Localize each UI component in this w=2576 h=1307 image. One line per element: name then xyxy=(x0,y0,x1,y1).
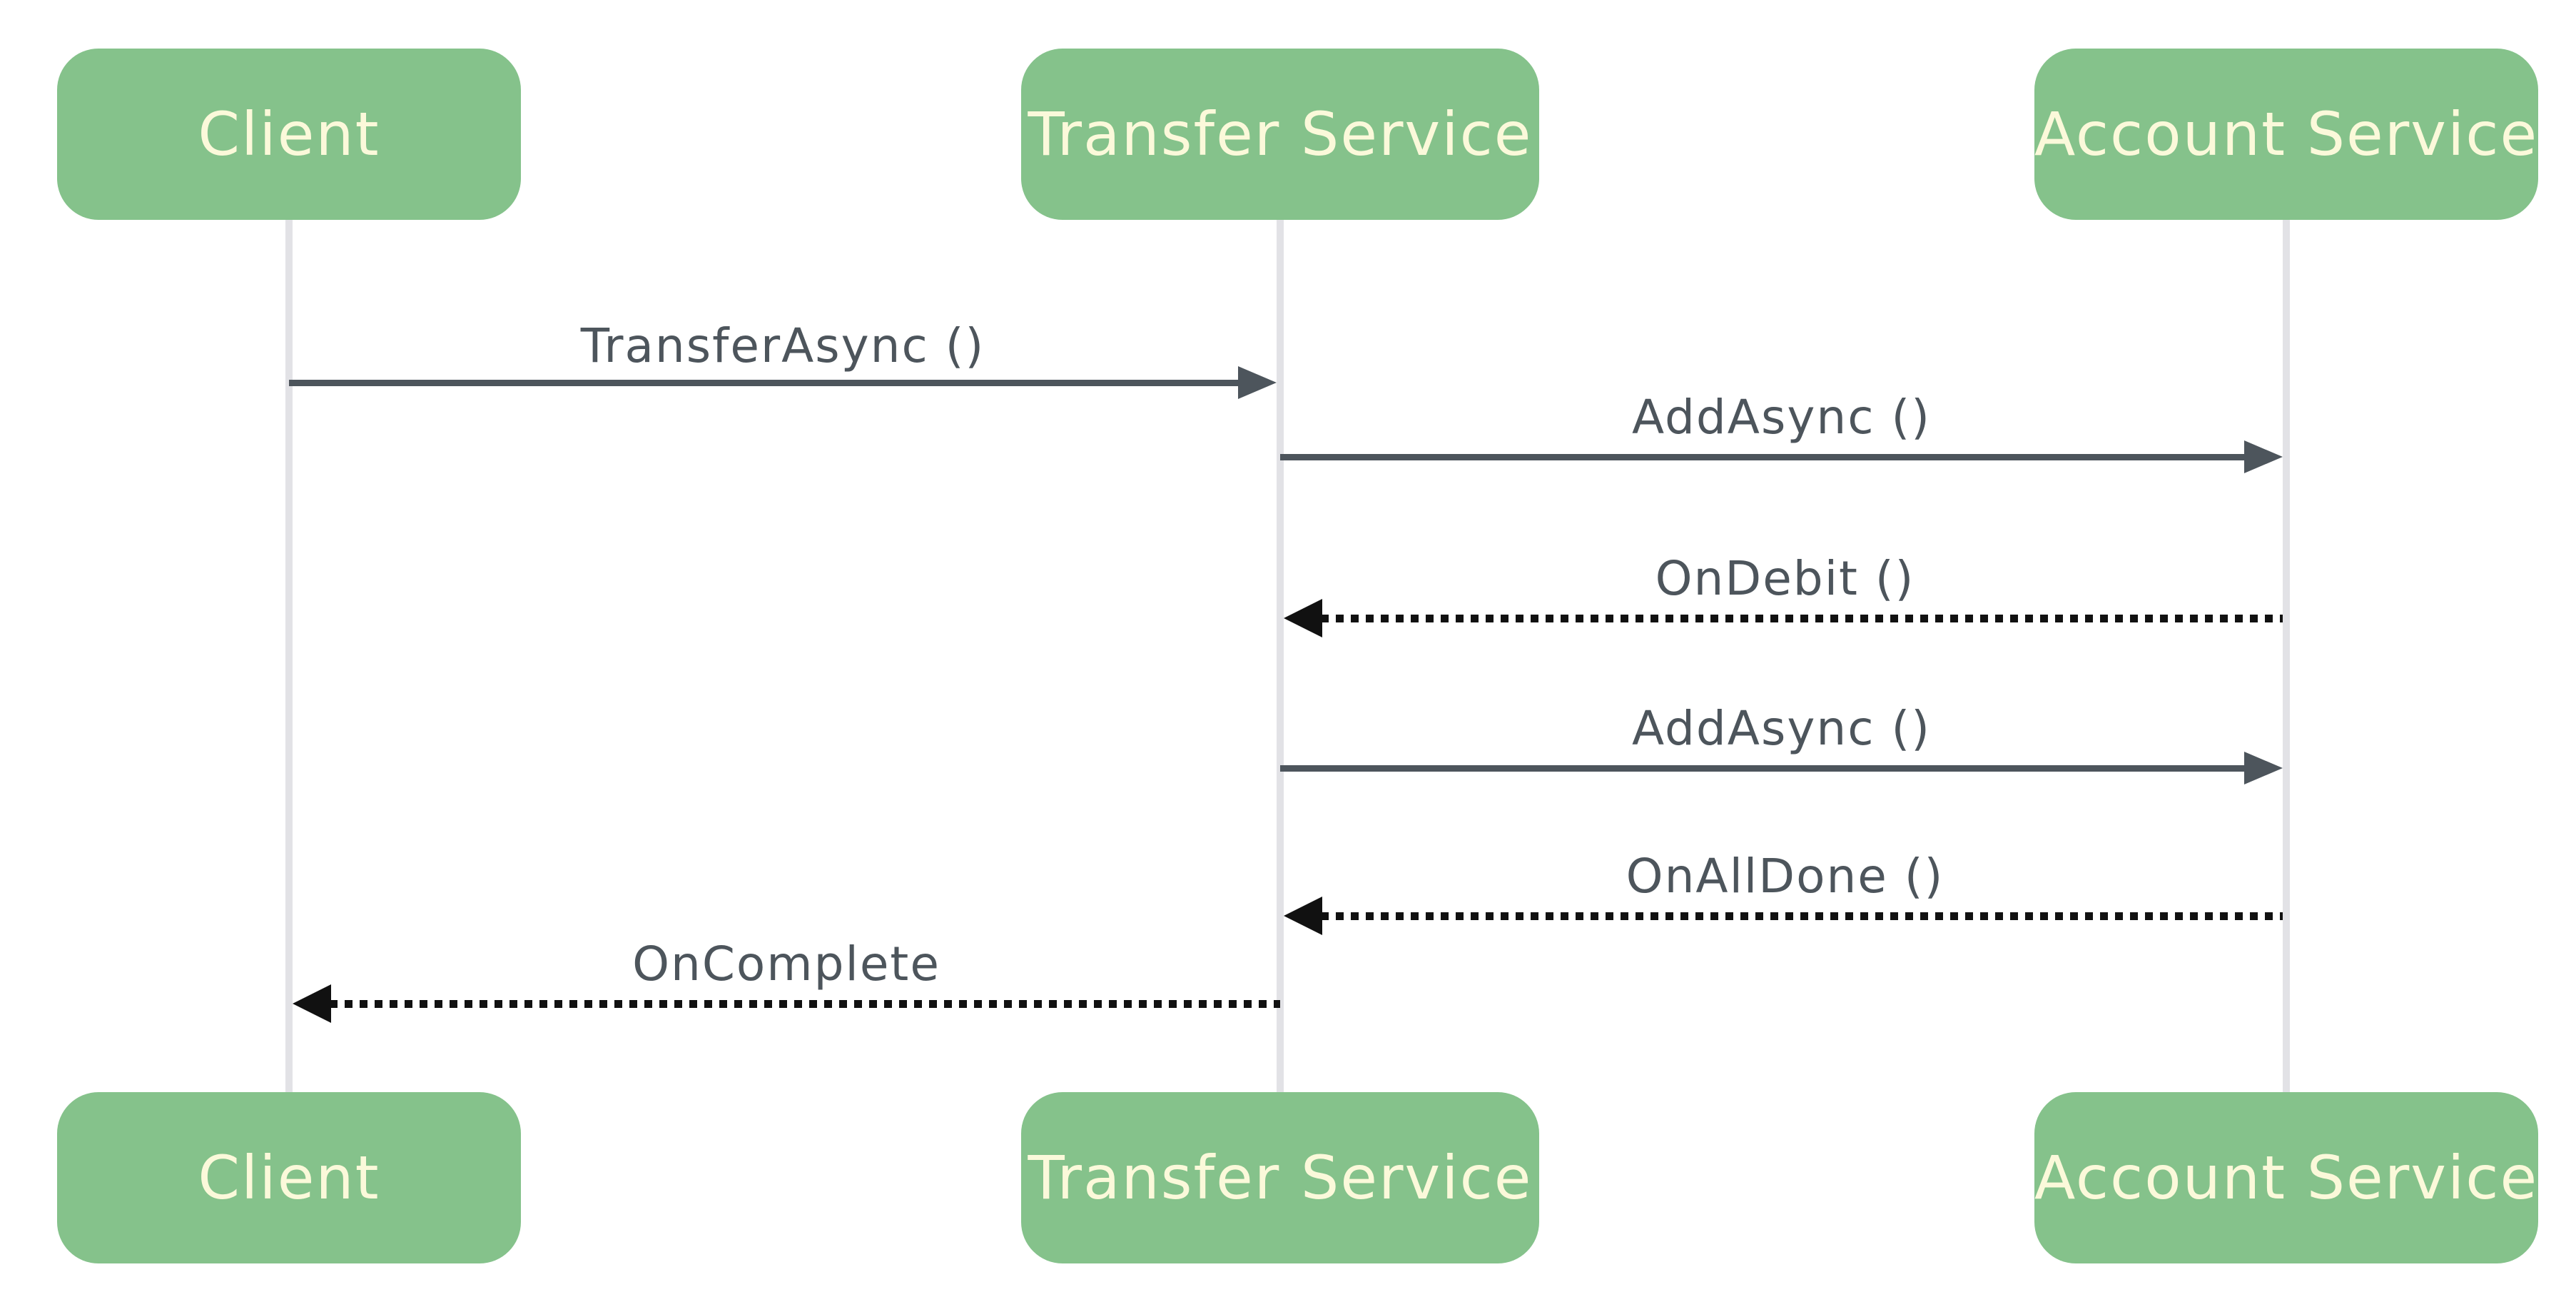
message-line xyxy=(1321,912,2283,920)
message-label: OnComplete xyxy=(632,937,940,991)
message-line xyxy=(289,380,1242,386)
actor-client-bottom: Client xyxy=(57,1092,521,1263)
arrowhead-left-icon xyxy=(1284,897,1322,935)
arrowhead-right-icon xyxy=(2244,440,2283,473)
message-label: OnAllDone () xyxy=(1626,849,1944,904)
actor-account-service-top: Account Service xyxy=(2034,49,2538,220)
actor-label: Transfer Service xyxy=(1028,1143,1533,1213)
arrowhead-right-icon xyxy=(2244,752,2283,784)
actor-transfer-service-top: Transfer Service xyxy=(1021,49,1539,220)
actor-label: Transfer Service xyxy=(1028,99,1533,169)
lifeline-account-service xyxy=(2283,218,2290,1094)
message-line xyxy=(1280,454,2248,460)
message-line xyxy=(1321,615,2283,622)
actor-label: Client xyxy=(198,1143,380,1213)
arrowhead-right-icon xyxy=(1238,366,1277,399)
arrowhead-left-icon xyxy=(293,984,331,1023)
actor-client-top: Client xyxy=(57,49,521,220)
arrowhead-left-icon xyxy=(1284,599,1322,637)
lifeline-client xyxy=(285,218,293,1094)
lifeline-transfer-service xyxy=(1277,218,1284,1094)
message-line xyxy=(330,1000,1280,1008)
actor-account-service-bottom: Account Service xyxy=(2034,1092,2538,1263)
actor-label: Client xyxy=(198,99,380,169)
message-label: TransferAsync () xyxy=(580,318,985,373)
message-line xyxy=(1280,765,2248,772)
actor-label: Account Service xyxy=(2034,99,2539,169)
message-label: AddAsync () xyxy=(1632,701,1931,756)
message-label: OnDebit () xyxy=(1655,551,1915,606)
actor-label: Account Service xyxy=(2034,1143,2539,1213)
message-label: AddAsync () xyxy=(1632,390,1931,445)
actor-transfer-service-bottom: Transfer Service xyxy=(1021,1092,1539,1263)
